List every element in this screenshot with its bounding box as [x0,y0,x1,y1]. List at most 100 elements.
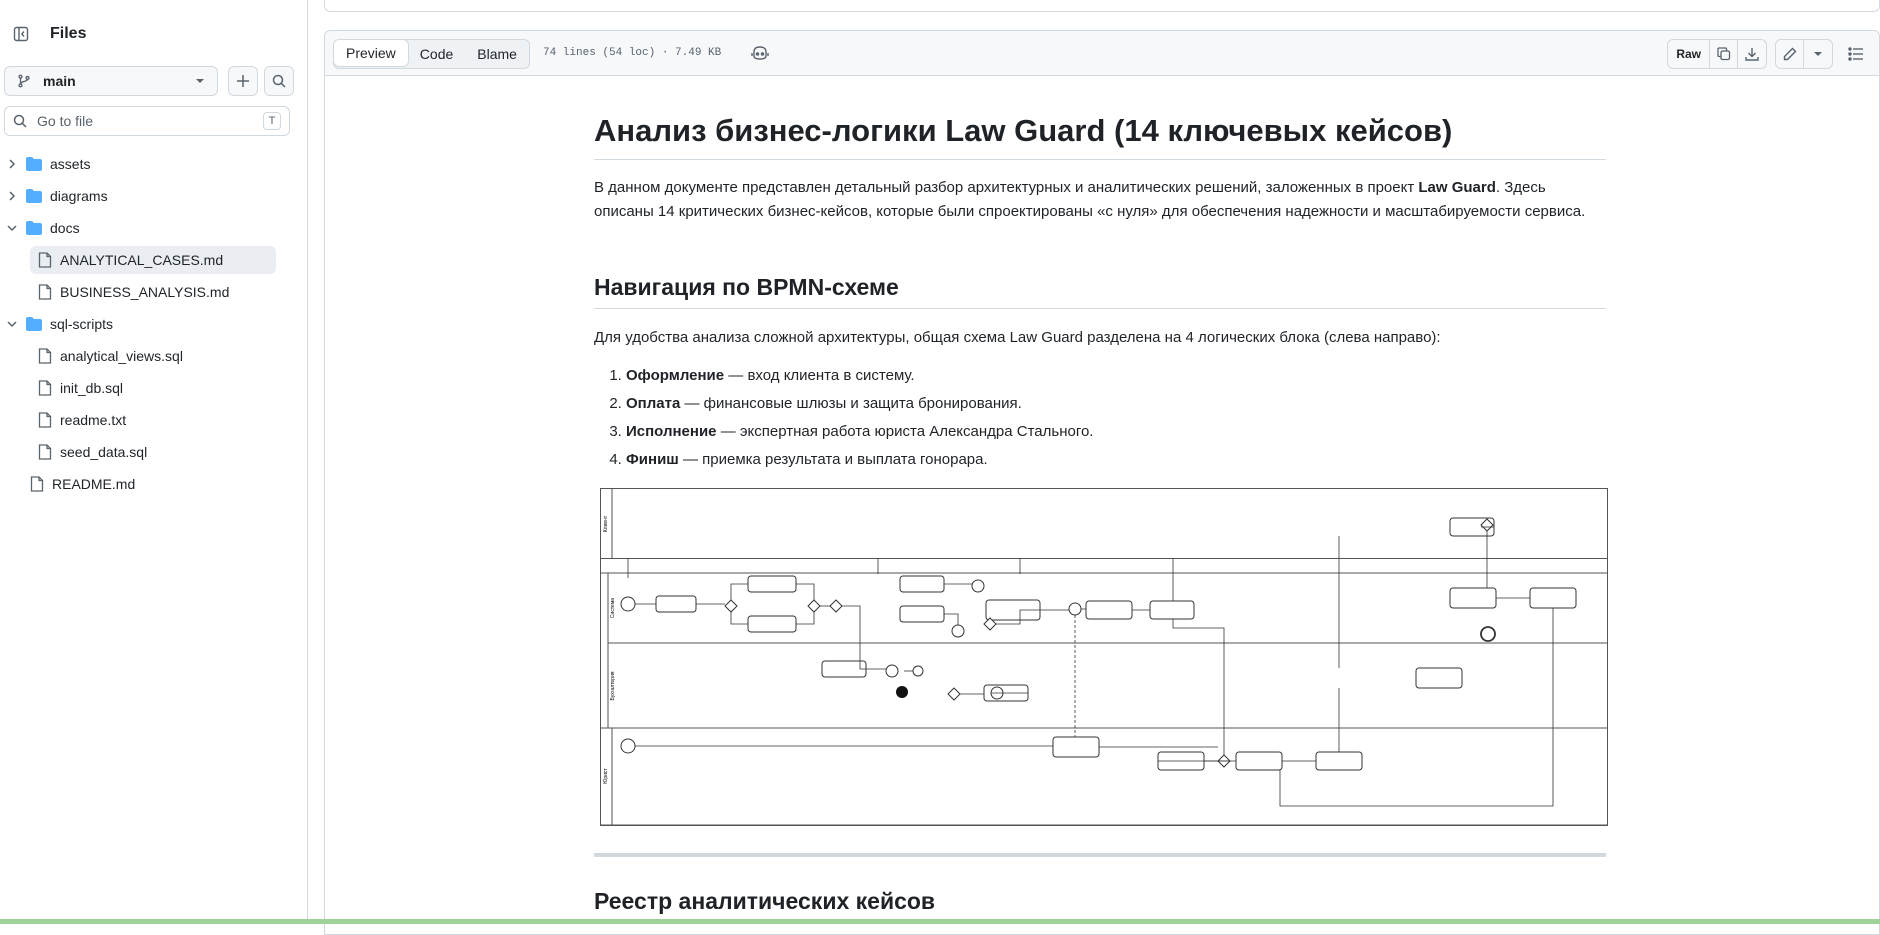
tree-item-label: diagrams [50,188,108,204]
copy-raw-button[interactable] [1710,40,1738,68]
lane-label-lawyer: Юрист [603,768,609,784]
list-item-bold: Исполнение [626,423,717,440]
intro-text: В данном документе представлен детальный… [594,179,1419,196]
view-mode-tabs: Preview Code Blame [333,39,530,69]
heading-registry: Реестр аналитических кейсов [594,888,1606,923]
tree-item-diagrams[interactable]: diagrams [4,182,276,210]
doc-title: Анализ бизнес-логики Law Guard (14 ключе… [594,112,1606,161]
sidebar-title: Files [50,25,87,42]
tree-item-analytical-cases[interactable]: ANALYTICAL_CASES.md [30,246,276,274]
sidebar-header: Files [8,20,86,48]
intro-paragraph: В данном документе представлен детальный… [594,176,1606,224]
branch-selector-button[interactable]: main [4,66,218,96]
tree-item-business-analysis[interactable]: BUSINESS_ANALYSIS.md [30,278,276,306]
go-to-file-field[interactable]: T [4,106,290,136]
intro-text-end: . Здесь описаны 14 критических бизнес-ке… [594,179,1586,220]
tree-item-assets[interactable]: assets [4,150,276,178]
folder-icon [26,157,42,171]
list-unordered-icon [1848,47,1863,61]
tree-item-init-db[interactable]: init_db.sql [30,374,276,402]
search-files-button[interactable] [264,66,294,96]
raw-actions-group: Raw [1667,39,1767,69]
caret-down-icon [196,79,204,83]
list-item: Финиш — приемка результата и выплата гон… [626,446,1093,474]
edit-file-button[interactable] [1776,40,1804,68]
search-icon [272,74,286,88]
blocks-list: Оформление — вход клиента в систему. Опл… [594,362,1093,474]
chevron-right-icon[interactable] [4,190,20,202]
tab-blame[interactable]: Blame [465,40,529,68]
list-item-bold: Оформление [626,367,725,384]
edit-actions-group [1775,39,1833,69]
tree-item-seed-data[interactable]: seed_data.sql [30,438,276,466]
tab-code[interactable]: Code [408,40,465,68]
previous-panel-edge [324,0,1880,12]
caret-down-icon [1814,52,1822,56]
file-icon [38,444,52,460]
heading-navigation: Навигация по BPMN-схеме [594,274,1606,309]
copilot-icon [751,46,769,60]
file-icon [30,476,44,492]
list-item-text: — приемка результата и выплата гонорара. [678,451,988,468]
list-item: Оплата — финансовые шлюзы и защита брони… [626,390,1093,418]
tree-item-docs[interactable]: docs [4,214,276,242]
file-meta-info: 74 lines (54 loc) · 7.49 KB [543,47,722,59]
lane-label-bookkeeping: Бухгалтерия [610,671,616,700]
download-icon [1745,48,1759,61]
plus-icon [237,75,249,87]
sidebar-collapse-icon [13,26,29,42]
tree-item-readme-txt[interactable]: readme.txt [30,406,276,434]
lane-label-system: Система [610,598,616,618]
branch-name: main [43,73,76,89]
search-icon [13,114,27,128]
chevron-down-icon[interactable] [4,318,20,330]
pencil-icon [1783,47,1796,61]
copy-icon [1716,47,1730,61]
download-button[interactable] [1738,40,1766,68]
chevron-right-icon[interactable] [4,158,20,170]
tree-item-readme-md[interactable]: README.md [22,470,276,498]
window-bottom-edge [0,919,1880,924]
list-item-bold: Оплата [626,395,681,412]
tree-item-sql-scripts[interactable]: sql-scripts [4,310,276,338]
navigation-paragraph: Для удобства анализа сложной архитектуры… [594,329,1441,346]
list-item-bold: Финиш [626,451,679,468]
folder-open-icon [26,221,42,235]
git-branch-icon [18,74,30,88]
list-item: Исполнение — экспертная работа юриста Ал… [626,418,1093,446]
tree-item-label: readme.txt [60,412,127,428]
tree-item-label: BUSINESS_ANALYSIS.md [60,284,230,300]
tree-item-label: seed_data.sql [60,444,148,460]
tab-preview[interactable]: Preview [333,40,409,67]
tree-item-label: assets [50,156,91,172]
tree-item-label: docs [50,220,80,236]
tree-item-label: sql-scripts [50,316,114,332]
list-item-text: — вход клиента в систему. [724,367,915,384]
tree-item-analytical-views[interactable]: analytical_views.sql [30,342,276,370]
tree-item-label: ANALYTICAL_CASES.md [60,252,224,268]
list-item-text: — экспертная работа юриста Александра Ст… [716,423,1094,440]
chevron-down-icon[interactable] [4,222,20,234]
list-item: Оформление — вход клиента в систему. [626,362,1093,390]
intro-bold: Law Guard [1418,179,1496,196]
edit-dropdown-button[interactable] [1804,40,1832,68]
tree-item-label: init_db.sql [60,380,124,396]
raw-button[interactable]: Raw [1668,40,1710,68]
list-item-text: — финансовые шлюзы и защита бронирования… [680,395,1022,412]
file-icon [38,380,52,396]
file-icon [38,412,52,428]
file-actions: Raw [1667,39,1871,69]
file-icon [38,284,52,300]
file-view-header: Preview Code Blame 74 lines (54 loc) · 7… [324,30,1880,76]
go-to-file-input[interactable] [35,112,263,130]
copilot-button[interactable] [751,45,769,66]
bpmn-diagram: Клиент Система Бухгалтерия Юрист [600,488,1608,826]
horizontal-rule [594,853,1606,857]
tree-item-label: analytical_views.sql [60,348,183,364]
collapse-sidebar-button[interactable] [8,21,34,47]
add-file-button[interactable] [228,66,258,96]
folder-open-icon [26,317,42,331]
file-icon [38,252,52,268]
outline-button[interactable] [1841,39,1871,69]
shortcut-key-badge: T [263,112,281,130]
